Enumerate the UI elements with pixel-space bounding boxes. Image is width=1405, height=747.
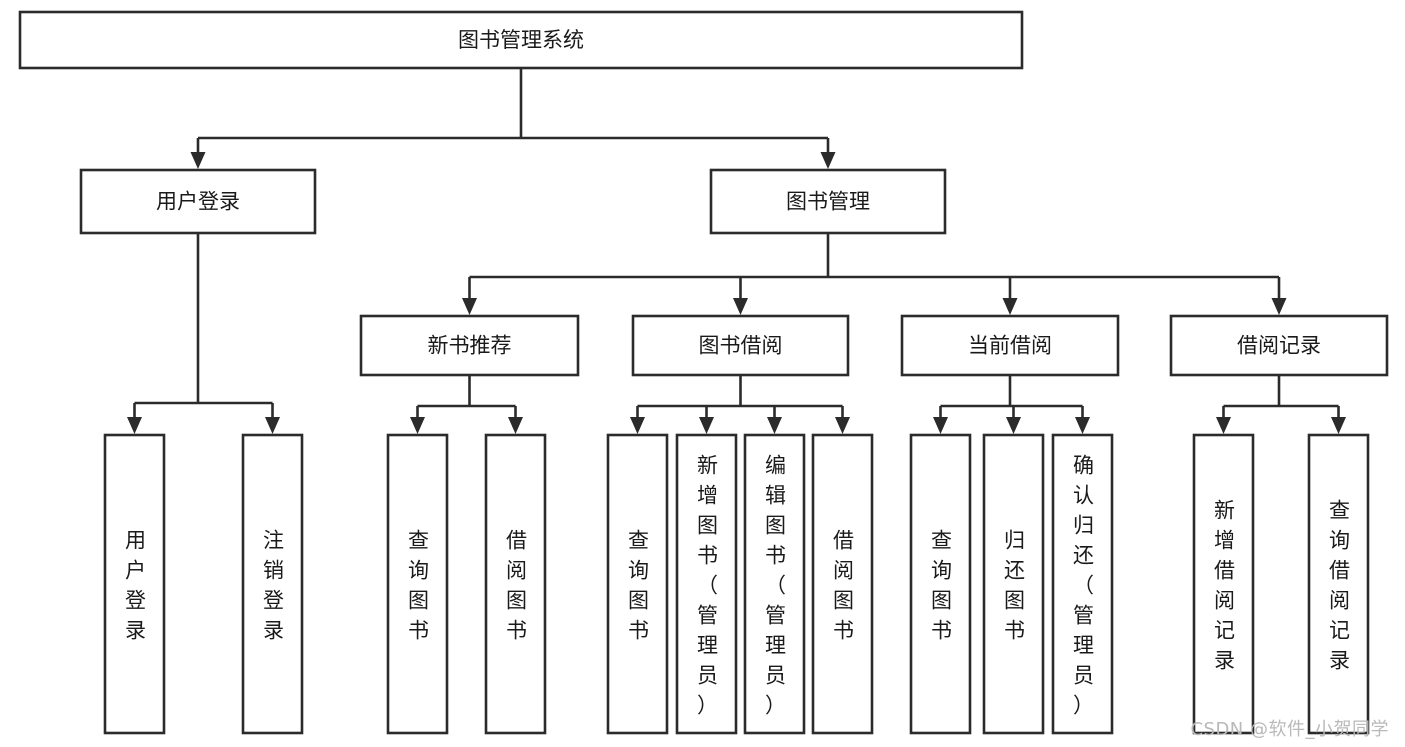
arrow-head-icon [1002,298,1018,315]
node-box [811,433,874,735]
node-box [909,433,972,735]
node-leaf-query-book-2[interactable]: 查询图书 [606,433,669,735]
connector-group-current-borrow [933,375,1090,434]
connectors-layer [127,68,1346,434]
node-leaf-query-book-1[interactable]: 查询图书 [386,433,449,735]
node-label: 图书管理系统 [458,28,584,52]
node-box [103,433,166,735]
arrow-head-icon [767,417,782,434]
node-box [1192,433,1255,735]
node-box [606,433,669,735]
node-box [18,10,1024,70]
node-label: 当前借阅 [968,334,1052,358]
node-box [982,433,1045,735]
arrow-head-icon [1075,417,1090,434]
node-label: 编辑图书（管理员） [765,453,786,717]
node-leaf-borrow-book-1[interactable]: 借阅图书 [484,433,547,735]
arrow-head-icon [410,417,425,434]
node-box [386,433,449,735]
node-leaf-query-record[interactable]: 查询借阅记录 [1307,433,1370,735]
arrow-head-icon [1271,298,1287,315]
node-label: 用户登录 [156,190,240,214]
arrow-head-icon [1331,417,1346,434]
node-book-manage[interactable]: 图书管理 [709,168,947,235]
arrow-head-icon [699,417,714,434]
node-label: 归还图书 [1004,528,1025,642]
arrow-head-icon [508,417,523,434]
node-label: 确认归还（管理员） [1073,453,1094,717]
node-label: 查询借阅记录 [1329,498,1350,672]
node-new-book-rec[interactable]: 新书推荐 [359,314,580,377]
arrow-head-icon [820,152,836,169]
node-leaf-edit-book[interactable]: 编辑图书（管理员） [743,433,806,735]
node-box [484,433,547,735]
node-leaf-confirm-return[interactable]: 确认归还（管理员） [1051,433,1114,735]
arrow-head-icon [733,298,748,315]
node-leaf-query-book-3[interactable]: 查询图书 [909,433,972,735]
connector-group-borrow-record [1216,375,1346,434]
node-label: 新书推荐 [428,334,512,358]
connector-group-new-book-rec [410,375,523,434]
node-label: 新增借阅记录 [1214,498,1235,672]
node-box [743,433,806,735]
node-box [79,168,317,235]
arrow-head-icon [265,417,280,434]
node-label: 借阅图书 [833,528,854,642]
node-label: 图书管理 [786,190,870,214]
node-box [675,433,738,735]
node-label: 查询图书 [628,528,649,642]
node-leaf-add-book[interactable]: 新增图书（管理员） [675,433,738,735]
node-root[interactable]: 图书管理系统 [18,10,1024,70]
node-label: 查询图书 [931,528,952,642]
node-label: 注销登录 [263,528,284,642]
arrow-head-icon [933,417,948,434]
node-box [900,314,1120,377]
arrow-head-icon [835,417,850,434]
arrow-head-icon [630,417,645,434]
node-leaf-user-logout[interactable]: 注销登录 [241,433,304,735]
nodes-layer: 图书管理系统用户登录图书管理新书推荐图书借阅当前借阅借阅记录用户登录注销登录查询… [18,10,1389,735]
node-box [241,433,304,735]
node-label: 用户登录 [125,528,146,642]
node-box [709,168,947,235]
node-leaf-return-book[interactable]: 归还图书 [982,433,1045,735]
arrow-head-icon [1006,417,1021,434]
connector-group-user-login [127,233,280,434]
node-label: 借阅图书 [506,528,527,642]
node-box [1051,433,1114,735]
node-box [359,314,580,377]
arrow-head-icon [190,152,206,169]
node-current-borrow[interactable]: 当前借阅 [900,314,1120,377]
node-box [1169,314,1389,377]
node-book-borrow[interactable]: 图书借阅 [631,314,850,377]
node-box [1307,433,1370,735]
node-leaf-borrow-book-2[interactable]: 借阅图书 [811,433,874,735]
node-label: 图书借阅 [699,334,783,358]
node-leaf-add-record[interactable]: 新增借阅记录 [1192,433,1255,735]
connector-group-root [190,68,836,169]
arrow-head-icon [127,417,142,434]
node-box [631,314,850,377]
node-label: 新增图书（管理员） [697,453,718,717]
connector-group-book-borrow [630,375,850,434]
node-label: 查询图书 [408,528,429,642]
node-borrow-record[interactable]: 借阅记录 [1169,314,1389,377]
node-user-login[interactable]: 用户登录 [79,168,317,235]
connector-group-book-manage [462,233,1287,315]
arrow-head-icon [462,298,477,315]
arrow-head-icon [1216,417,1231,434]
node-label: 借阅记录 [1237,334,1321,358]
node-leaf-user-login[interactable]: 用户登录 [103,433,166,735]
